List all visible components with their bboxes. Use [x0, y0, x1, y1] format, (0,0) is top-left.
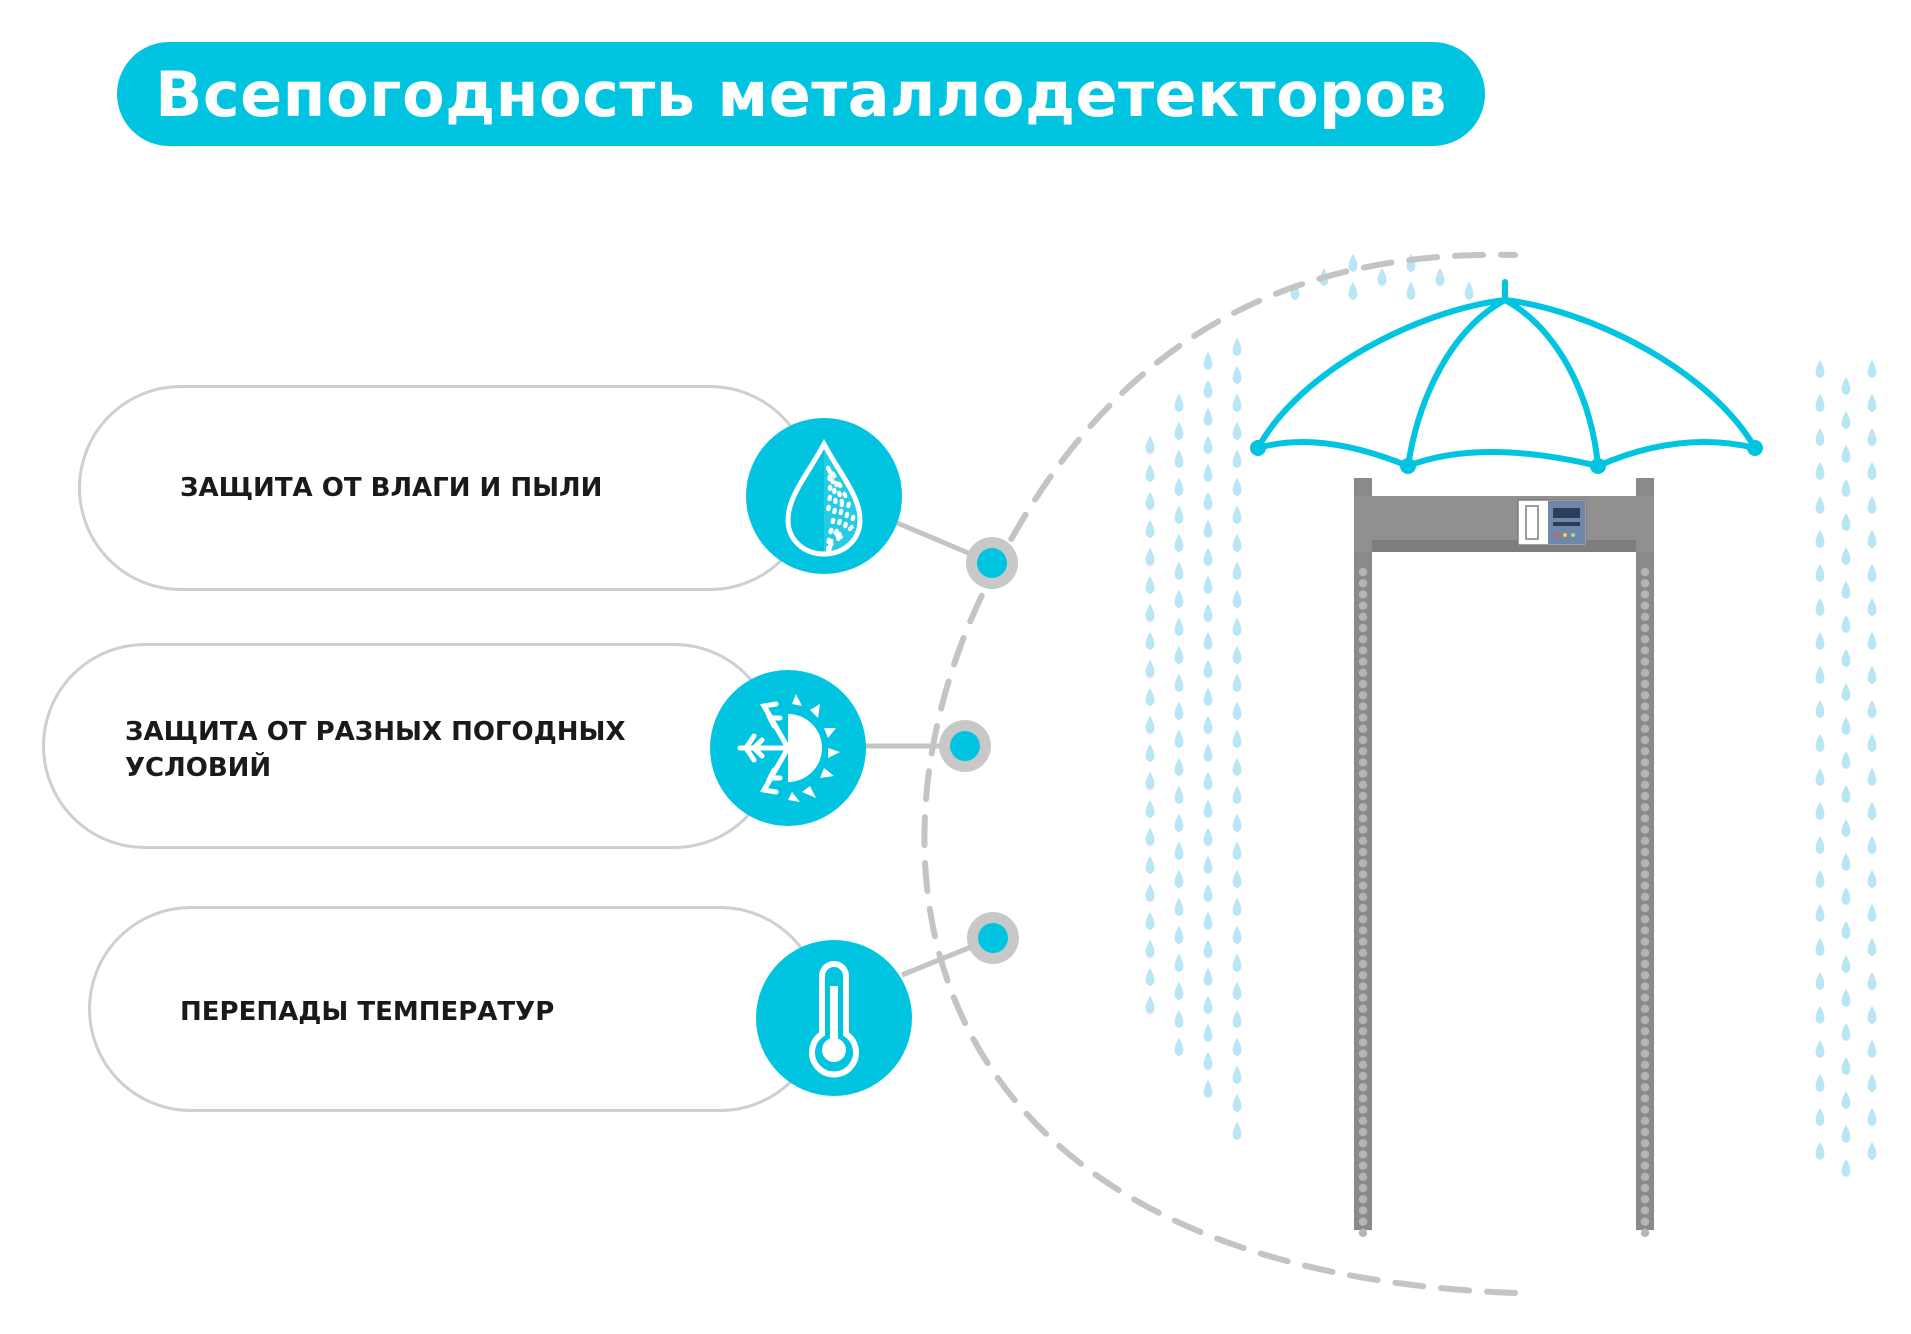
umbrella-icon [1250, 279, 1763, 474]
connector-dot-weather [950, 731, 980, 761]
feature-pill-temperature [88, 906, 823, 1112]
page-title: Всепогодность металлодетекторов [155, 57, 1447, 131]
snowflake-sun-icon [737, 694, 840, 802]
title-banner: Всепогодность металлодетекторов [117, 42, 1485, 146]
connector-dot-temperature [978, 923, 1008, 953]
feature-pill-moisture [78, 385, 813, 591]
feature-pill-weather [42, 643, 777, 849]
metal-detector-frame [1354, 478, 1654, 1238]
dashed-arc [921, 251, 1518, 1296]
feature-label-weather: ЗАЩИТА ОТ РАЗНЫХ ПОГОДНЫХ УСЛОВИЙ [125, 717, 626, 783]
feature-label-moisture: ЗАЩИТА ОТ ВЛАГИ И ПЫЛИ [180, 473, 603, 503]
thermometer-icon [809, 961, 859, 1078]
feature-icon-moisture [746, 418, 902, 574]
water-drop-dust-icon [785, 438, 863, 557]
feature-icon-temperature [756, 940, 912, 1096]
rain-drops [1145, 254, 1877, 1177]
control-panel [1517, 499, 1587, 546]
feature-label-temperature: ПЕРЕПАДЫ ТЕМПЕРАТУР [180, 997, 555, 1027]
connector-dot-moisture [977, 548, 1007, 578]
feature-icon-weather [710, 670, 866, 826]
